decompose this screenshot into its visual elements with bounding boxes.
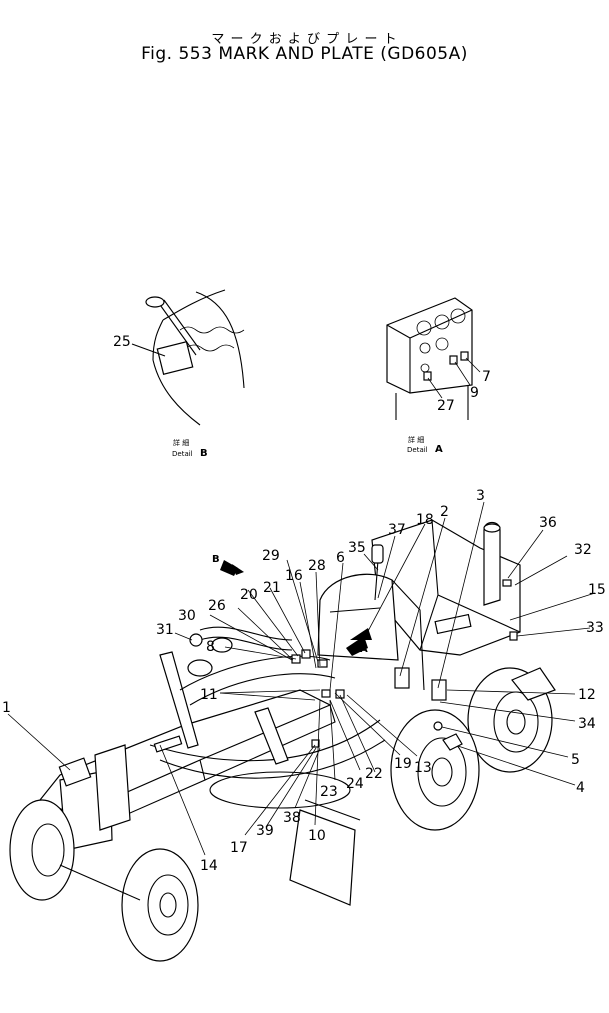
callout-8: 8	[206, 639, 215, 655]
callout-12: 12	[578, 687, 596, 703]
view-arrow-a-label: A	[360, 644, 368, 655]
callout-25: 25	[113, 334, 131, 350]
callout-21: 21	[263, 580, 281, 596]
callout-35: 35	[348, 540, 366, 556]
callout-17: 17	[230, 840, 248, 856]
callout-11: 11	[200, 687, 218, 703]
detail-b-caption-jp: 詳 細	[173, 438, 189, 447]
detail-a-letter: A	[435, 444, 443, 455]
plate-9	[449, 355, 458, 365]
motor-grader-illustration	[9, 519, 556, 962]
callout-9: 9	[470, 385, 479, 401]
callout-32: 32	[574, 542, 592, 558]
plate-7	[460, 351, 469, 361]
figure-title: Fig. 553 MARK AND PLATE (GD605A)	[141, 44, 468, 64]
callout-33: 33	[586, 620, 604, 636]
detail-a-caption: Detail	[407, 446, 428, 454]
plate-25	[156, 341, 194, 375]
callout-7: 7	[482, 369, 491, 385]
detail-b-caption: Detail	[172, 450, 193, 458]
view-arrow-b-label: B	[212, 554, 220, 565]
callout-13: 13	[414, 760, 432, 776]
callout-10: 10	[308, 828, 326, 844]
callout-28: 28	[308, 558, 326, 574]
callout-3: 3	[476, 488, 485, 504]
callout-2: 2	[440, 504, 449, 520]
callout-37: 37	[388, 522, 406, 538]
callout-39: 39	[256, 823, 274, 839]
callout-14: 14	[200, 858, 218, 874]
callout-22: 22	[365, 766, 383, 782]
callout-31: 31	[156, 622, 174, 638]
callout-1: 1	[2, 700, 11, 716]
callout-6: 6	[336, 550, 345, 566]
callout-36: 36	[539, 515, 557, 531]
detail-a-illustration	[386, 297, 481, 420]
callout-leaders	[7, 501, 596, 856]
detail-b-letter: B	[200, 448, 208, 459]
callout-18: 18	[416, 512, 434, 528]
plate-27	[423, 371, 432, 381]
callout-23: 23	[320, 784, 338, 800]
callout-27: 27	[437, 398, 455, 414]
callout-26: 26	[208, 598, 226, 614]
callout-38: 38	[283, 810, 301, 826]
figure-title-japanese: マ ー ク お よ び プ レ ー ト	[211, 32, 398, 47]
detail-b-illustration	[131, 289, 245, 426]
callout-19: 19	[394, 756, 412, 772]
callout-16: 16	[285, 568, 303, 584]
komatsu-plate	[434, 613, 472, 635]
callout-4: 4	[576, 780, 585, 796]
callout-34: 34	[578, 716, 596, 732]
callout-20: 20	[240, 587, 258, 603]
callout-30: 30	[178, 608, 196, 624]
detail-a-caption-jp: 詳 細	[408, 435, 424, 444]
callout-5: 5	[571, 752, 580, 768]
callout-24: 24	[346, 776, 364, 792]
callout-15: 15	[588, 582, 606, 598]
callout-29: 29	[262, 548, 280, 564]
